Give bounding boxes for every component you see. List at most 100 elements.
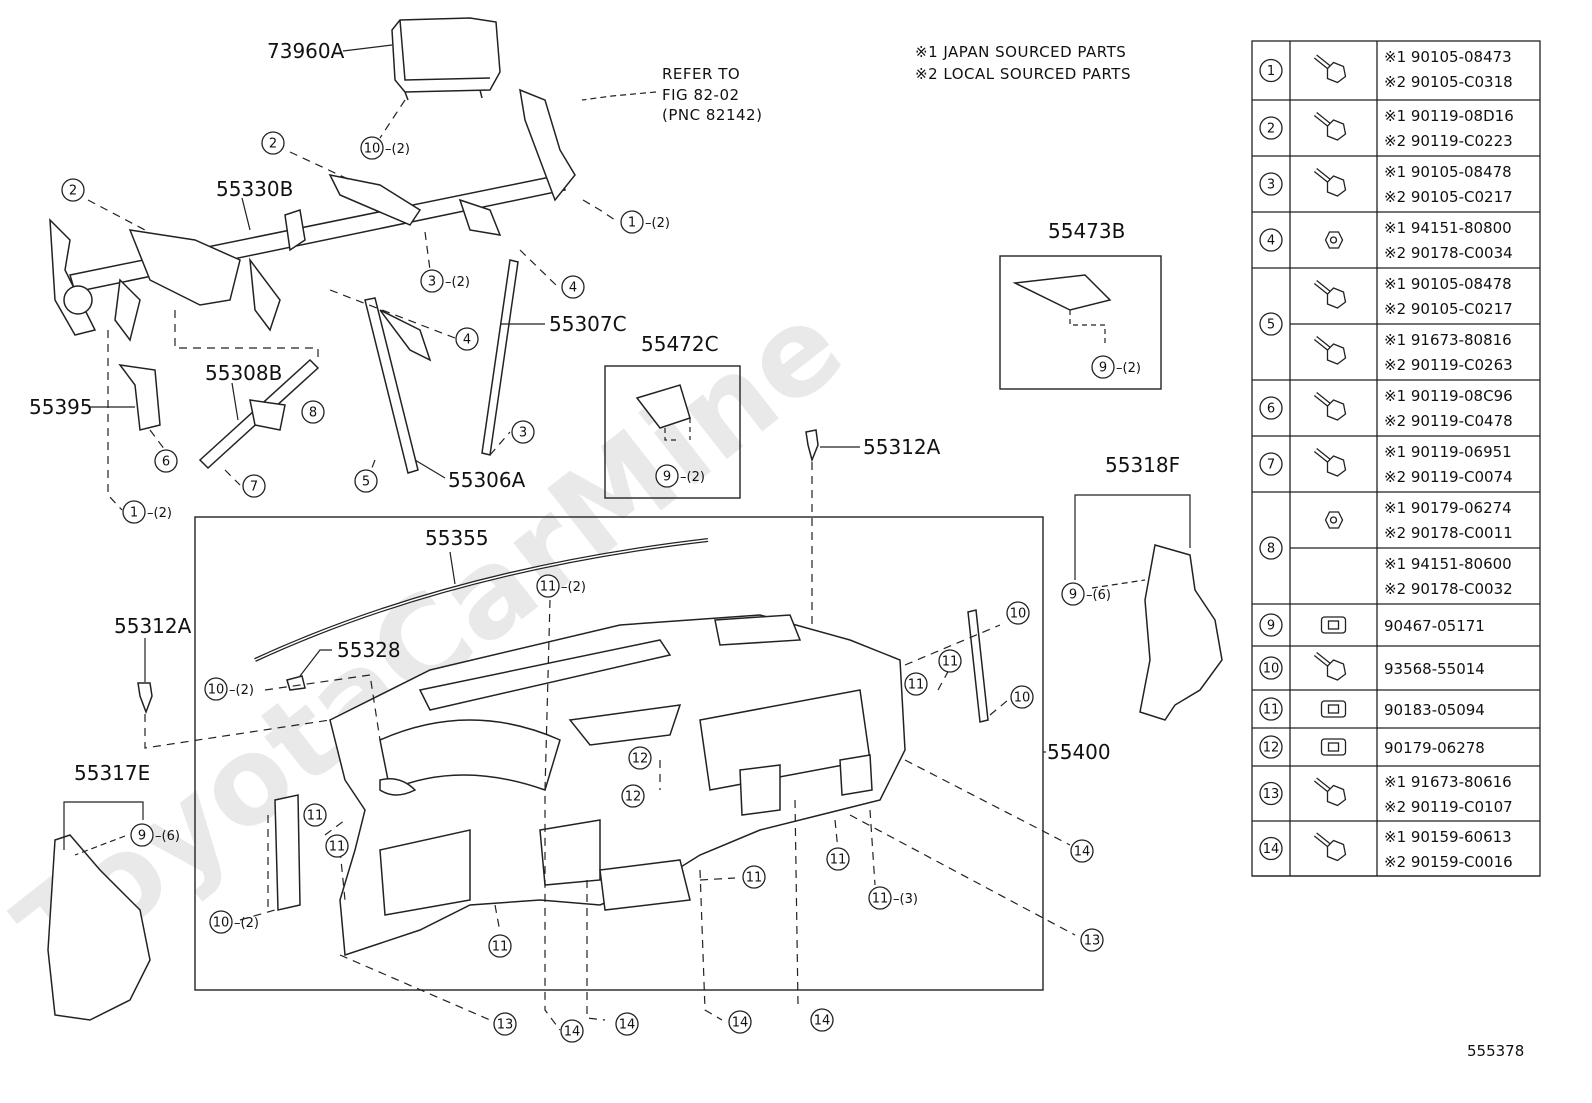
callout-number: 11 [746, 871, 763, 886]
callout-14: 14 [810, 1008, 834, 1032]
label-55328: 55328 [337, 638, 401, 662]
quantity-label: –(2) [561, 580, 586, 595]
callout-10: 10 [1006, 601, 1030, 625]
note-japan: ※1 JAPAN SOURCED PARTS [915, 43, 1126, 61]
callout-1: 1–(2) [620, 210, 670, 234]
part-number-primary: ※1 90105-08478 [1384, 163, 1512, 181]
callout-number: 12 [625, 790, 642, 805]
callout-number: 12 [1263, 741, 1280, 756]
table-row: 7※1 90119-06951※2 90119-C0074 [1259, 443, 1513, 486]
quantity-label: –(6) [155, 829, 180, 844]
callout-13: 13 [1080, 928, 1104, 952]
callout-2: 2 [61, 178, 85, 202]
fastener-icon [1313, 112, 1347, 141]
callout-number: 5 [362, 475, 370, 490]
table-item-number: 11 [1259, 697, 1283, 721]
callout-circle [904, 672, 928, 696]
callout-number: 13 [1084, 934, 1101, 949]
part-number-primary: ※1 90105-08473 [1384, 48, 1512, 66]
callout-number: 10 [208, 683, 225, 698]
callout-number: 7 [250, 480, 258, 495]
callout-circle [561, 275, 585, 299]
callout-circle [1259, 697, 1283, 721]
quantity-label: –(2) [234, 916, 259, 931]
fastener-icon [1313, 652, 1347, 681]
callout-circle [493, 1012, 517, 1036]
callout-number: 5 [1267, 318, 1275, 333]
quantity-label: –(2) [147, 506, 172, 521]
fastener-icon [1313, 448, 1347, 477]
callout-1: 1–(2) [122, 500, 172, 524]
callout-number: 11 [872, 892, 889, 907]
callout-circle [354, 469, 378, 493]
callout-5: 5 [354, 469, 378, 493]
callout-circle [536, 574, 560, 598]
callout-circle [1259, 836, 1283, 861]
label-55395: 55395 [29, 395, 93, 419]
part-number-secondary: ※2 90119-C0107 [1384, 798, 1513, 816]
callout-circle [360, 136, 384, 160]
callout-circle [628, 746, 652, 770]
fastener-icon [1313, 168, 1347, 197]
table-item-number: 3 [1259, 172, 1283, 196]
table-row: 2※1 90119-08D16※2 90119-C0223 [1259, 107, 1514, 150]
callout-circle [1010, 685, 1034, 709]
label-55318F: 55318F [1105, 453, 1180, 477]
label-55312A-top: 55312A [863, 435, 941, 459]
callout-circle [61, 178, 85, 202]
callout-circle [1061, 582, 1085, 606]
part-number-secondary: ※2 90105-C0318 [1384, 73, 1513, 91]
quantity-label: –(2) [385, 142, 410, 157]
callout-number: 6 [1267, 402, 1275, 417]
callout-circle [130, 823, 154, 847]
steering-support-beam [49, 88, 576, 342]
callout-number: 11 [307, 809, 324, 824]
fastener-icon [1313, 336, 1347, 365]
label-55306A: 55306A [448, 468, 526, 492]
upper-leaders [87, 151, 619, 511]
brace-55307C [481, 259, 519, 456]
callout-circle [1259, 656, 1283, 680]
callout-circle [122, 500, 146, 524]
callout-circle [325, 834, 349, 858]
callout-14: 14 [560, 1019, 584, 1043]
callout-number: 14 [1263, 842, 1280, 857]
callout-number: 10 [1263, 662, 1280, 677]
quantity-label: –(2) [229, 683, 254, 698]
callout-number: 13 [497, 1018, 514, 1033]
instrument-panel [329, 614, 906, 957]
label-55472C: 55472C [641, 332, 719, 356]
label-55330B: 55330B [216, 177, 293, 201]
part-number-secondary: ※2 90105-C0217 [1384, 188, 1513, 206]
callout-circle [1259, 735, 1283, 759]
callout-11: 11–(3) [868, 886, 918, 910]
callout-7: 7 [242, 474, 266, 498]
table-grid [1251, 40, 1541, 877]
callout-11: 11 [826, 847, 850, 871]
callout-13: 13 [493, 1012, 517, 1036]
table-row: 4※1 94151-80800※2 90178-C0034 [1259, 219, 1513, 262]
refer-line-2: FIG 82-02 [662, 86, 740, 104]
callout-12: 12 [621, 784, 645, 808]
callout-4: 4 [561, 275, 585, 299]
callout-number: 11 [1263, 703, 1280, 718]
callout-circle [301, 400, 325, 424]
part-number-primary: 93568-55014 [1384, 660, 1485, 678]
callout-11: 11 [303, 803, 327, 827]
callout-number: 9 [1267, 619, 1275, 634]
label-55400: 55400 [1047, 740, 1111, 764]
quantity-label: –(2) [645, 216, 670, 231]
callout-number: 14 [564, 1025, 581, 1040]
quantity-label: –(2) [680, 470, 705, 485]
fastener-icon [1324, 511, 1344, 529]
callout-circle [154, 449, 178, 473]
part-number-primary: ※1 90159-60613 [1384, 828, 1512, 846]
callout-circle [1259, 58, 1283, 83]
table-row: 3 ※1 90105-08478 ※2 90105-C0217 [1259, 163, 1513, 206]
part-number-primary: ※1 90105-08478 [1384, 275, 1512, 293]
callout-circle [742, 865, 766, 889]
callout-circle [1006, 601, 1030, 625]
callout-circle [1080, 928, 1104, 952]
callout-number: 1 [1267, 64, 1275, 79]
